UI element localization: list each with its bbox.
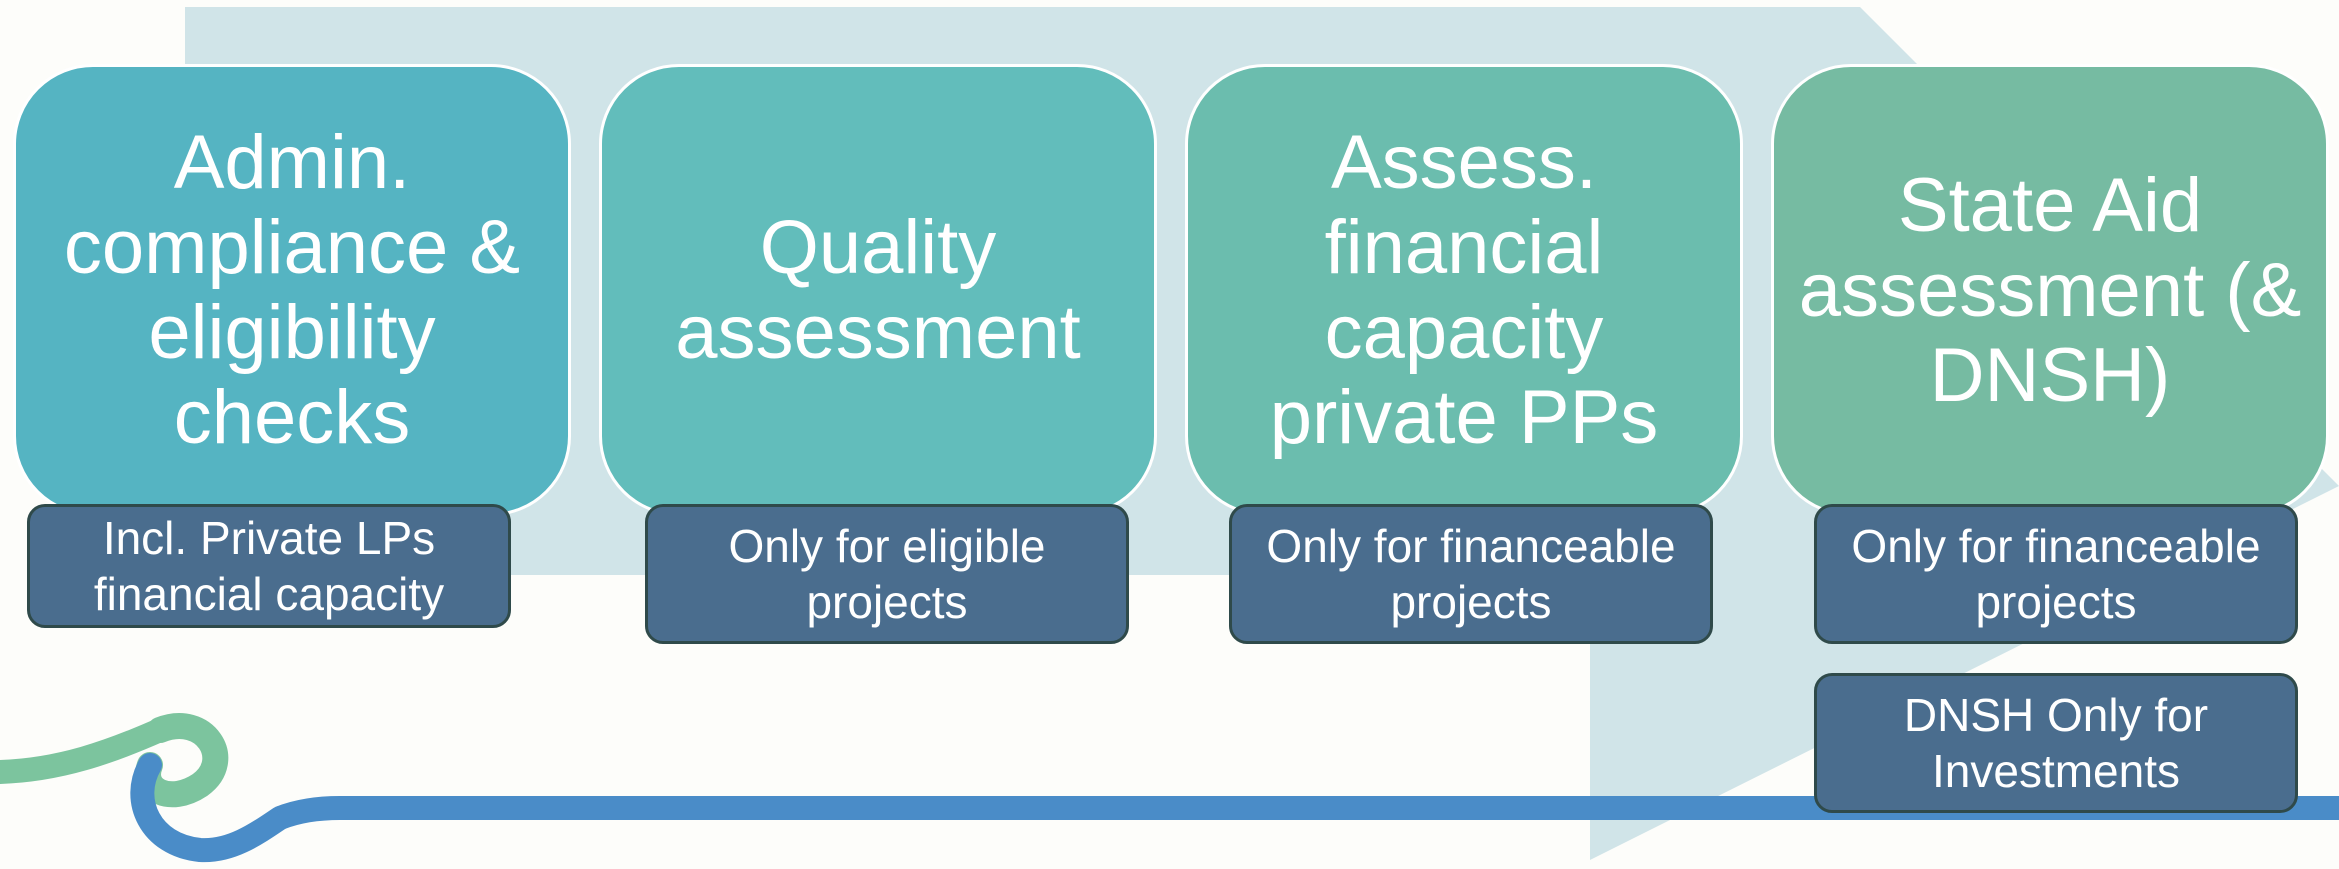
note-financeable-projects-2: Only for financeable projects [1814, 504, 2298, 644]
note-text: Only for financeable projects [1851, 520, 2261, 628]
note-financeable-projects-1: Only for financeable projects [1229, 504, 1713, 644]
note-text: Incl. Private LPs financial capacity [93, 512, 445, 620]
note-eligible-projects: Only for eligible projects [645, 504, 1129, 644]
note-text: Only for financeable projects [1266, 520, 1676, 628]
stage-financial-capacity: Assess. financial capacity private PPs [1185, 64, 1743, 516]
stage-state-aid: State Aid assessment (& DNSH) [1771, 64, 2329, 516]
stage-title: Assess. financial capacity private PPs [1269, 120, 1659, 460]
note-text: Only for eligible projects [728, 520, 1046, 628]
stage-admin-compliance: Admin. compliance & eligibility checks [13, 64, 571, 516]
note-dnsh-investments: DNSH Only for Investments [1814, 673, 2298, 813]
note-text: DNSH Only for Investments [1903, 689, 2209, 797]
stage-title: Quality assessment [675, 205, 1081, 375]
stage-quality-assessment: Quality assessment [599, 64, 1157, 516]
swirl-logo-icon [0, 713, 2339, 863]
stage-title: Admin. compliance & eligibility checks [63, 120, 521, 460]
stage-title: State Aid assessment (& DNSH) [1798, 162, 2302, 418]
note-private-lps: Incl. Private LPs financial capacity [27, 504, 511, 628]
